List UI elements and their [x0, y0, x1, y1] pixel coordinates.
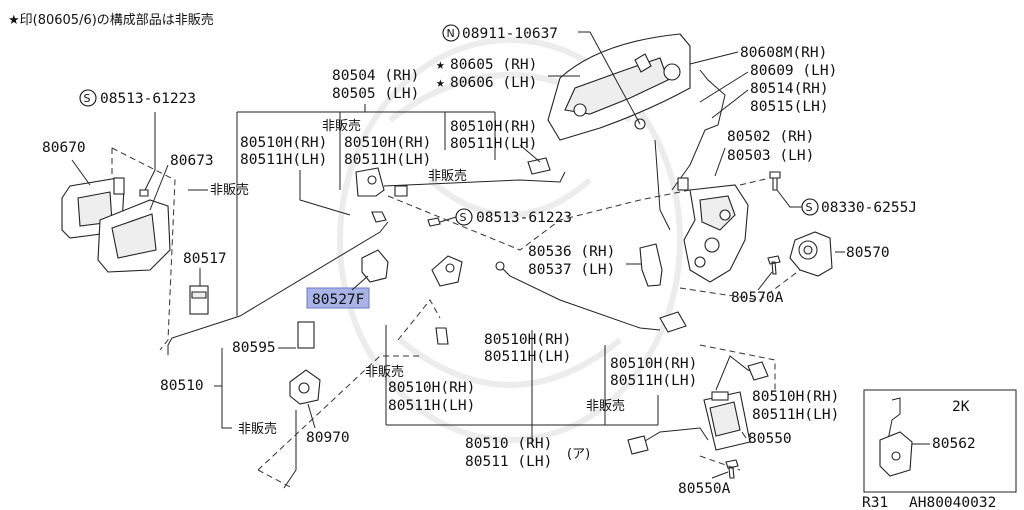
- s-symbol-08330: S: [806, 201, 813, 214]
- label-80511h-a: 80511H(LH): [240, 152, 327, 168]
- remote-link: [431, 255, 463, 287]
- label-08330: 08330-6255J: [821, 200, 917, 216]
- label-80511h-b: 80511H(LH): [344, 152, 431, 168]
- not-for-sale-3: 非販売: [428, 168, 467, 184]
- label-80511h-e: 80511H(LH): [610, 373, 697, 389]
- label-80510: 80510: [160, 378, 204, 394]
- inset-code: 2K: [952, 399, 970, 415]
- not-for-sale-6: 非販売: [238, 421, 277, 437]
- s-symbol-08513-top: S: [84, 92, 91, 105]
- label-80504: 80504 (RH): [332, 68, 419, 84]
- label-80511-suffix: (ア): [567, 447, 590, 462]
- label-80670: 80670: [42, 140, 86, 156]
- label-80502: 80502 (RH): [727, 129, 814, 145]
- label-80515: 80515(LH): [750, 99, 829, 115]
- outside-handle-assembly: [547, 33, 691, 141]
- label-80510-rh: 80510 (RH): [465, 436, 552, 452]
- label-80595: 80595: [232, 340, 276, 356]
- label-80609: 80609 (LH): [750, 63, 837, 79]
- door-lock-knob: [289, 369, 321, 405]
- label-80550a: 80550A: [678, 481, 731, 497]
- label-80510h-c: 80510H(RH): [450, 119, 537, 135]
- label-80970: 80970: [306, 430, 350, 446]
- label-80510h-b: 80510H(RH): [344, 135, 431, 151]
- label-80536: 80536 (RH): [528, 244, 615, 260]
- not-for-sale-4: 非販売: [365, 364, 404, 380]
- lock-knob-bracket: [355, 167, 408, 223]
- n-symbol: N: [447, 27, 455, 40]
- label-80570: 80570: [846, 245, 890, 261]
- label-80570a: 80570A: [731, 290, 784, 306]
- footer-right: AH80040032: [909, 495, 996, 510]
- label-80550: 80550: [748, 431, 792, 447]
- not-for-sale-5: 非販売: [586, 398, 625, 414]
- label-80505: 80505 (LH): [332, 86, 419, 102]
- label-80517: 80517: [183, 251, 227, 267]
- label-80511h-d: 80511H(LH): [484, 349, 571, 365]
- label-80510h-g: 80510H(RH): [752, 389, 839, 405]
- label-80511h-f: 80511H(LH): [388, 398, 475, 414]
- n-symbol-icon: [442, 24, 460, 42]
- label-80503: 80503 (LH): [727, 148, 814, 164]
- door-lock-assembly: [677, 177, 749, 283]
- not-for-sale-1: 非販売: [210, 182, 249, 198]
- highlight-80527f: [306, 287, 370, 309]
- inset-part: [879, 397, 913, 477]
- label-80527f: 80527F: [312, 292, 364, 308]
- s-symbol-icon-08513-top: [79, 89, 97, 107]
- not-for-sale-2: 非販売: [322, 118, 361, 134]
- star-80606: ★: [436, 75, 445, 91]
- label-80514: 80514(RH): [750, 81, 829, 97]
- door-lock-actuator: [703, 391, 751, 451]
- footer-left: R31: [862, 495, 888, 510]
- label-80511h-g: 80511H(LH): [752, 407, 839, 423]
- label-80511-lh: 80511 (LH): [465, 454, 552, 470]
- label-80510h-e: 80510H(RH): [610, 356, 697, 372]
- label-80605: 80605 (RH): [450, 57, 537, 73]
- label-80511h-c: 80511H(LH): [450, 136, 537, 152]
- star-80605: ★: [436, 57, 445, 73]
- handle-escutcheon: [97, 199, 171, 273]
- header-note: ★印(80605/6)の構成部品は非販売: [8, 12, 214, 28]
- label-08513-top: 08513-61223: [100, 91, 196, 107]
- label-80510h-d: 80510H(RH): [484, 332, 571, 348]
- label-80608m: 80608M(RH): [740, 45, 827, 61]
- key-cylinder: [789, 231, 833, 277]
- label-80606: 80606 (LH): [450, 75, 537, 91]
- label-80673: 80673: [170, 153, 214, 169]
- label-80562: 80562: [932, 436, 976, 452]
- s-symbol-08513-mid: S: [460, 211, 467, 224]
- label-08513-mid: 08513-61223: [476, 210, 572, 226]
- label-80537: 80537 (LH): [528, 262, 615, 278]
- label-08911: 08911-10637: [462, 26, 558, 42]
- label-80510h-a: 80510H(RH): [240, 135, 327, 151]
- label-80510h-f: 80510H(RH): [388, 380, 475, 396]
